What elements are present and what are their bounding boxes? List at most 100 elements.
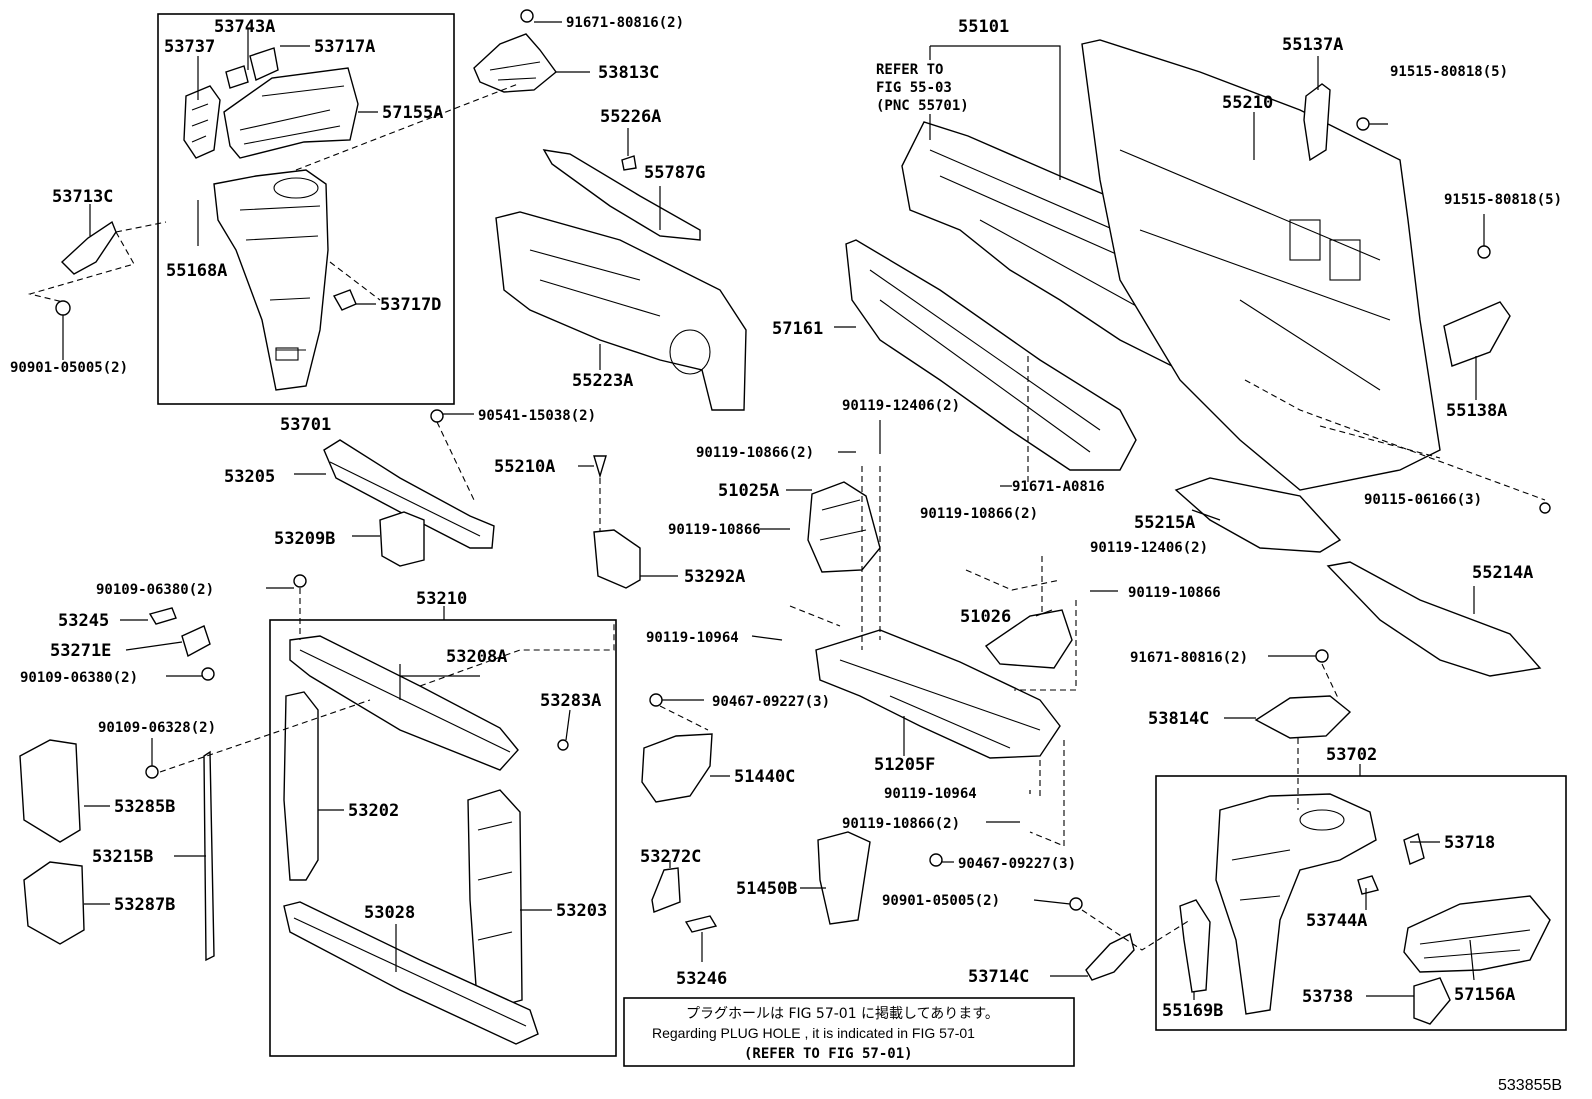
- label-91671-80816-a: 91671-80816(2): [566, 15, 684, 31]
- label-91671-80816-b: 91671-80816(2): [1130, 650, 1248, 666]
- part-drawing-55787G: [542, 149, 701, 241]
- part-drawing-53028: [283, 901, 539, 1045]
- part-drawing-53714C: [1085, 932, 1135, 981]
- label-90119-10964-a: 90119-10964: [646, 630, 739, 646]
- part-drawing-57161: [845, 239, 1137, 471]
- label-53271E: 53271E: [50, 641, 111, 661]
- part-drawing-55210: [1081, 39, 1441, 491]
- label-53714C: 53714C: [968, 967, 1029, 987]
- bolt-drawing-90467-09227-b: [929, 853, 943, 867]
- bolt-drawing-90109-06380-b: [201, 667, 215, 681]
- part-drawing-53737: [183, 85, 221, 159]
- part-drawing-53292A: [593, 529, 641, 589]
- label-91515-80818-a: 91515-80818(5): [1390, 64, 1508, 80]
- group-frame-53210: [269, 619, 617, 1057]
- label-53202: 53202: [348, 801, 399, 821]
- part-drawing-51440C: [641, 733, 713, 803]
- label-53245: 53245: [58, 611, 109, 631]
- label-53209B: 53209B: [274, 529, 335, 549]
- bolt-drawing-90901-05005-b: [1069, 897, 1083, 911]
- label-90119-10866-b: 90119-10866: [668, 522, 761, 538]
- part-drawing-57155A: [223, 67, 359, 159]
- part-drawing-53738: [1413, 977, 1451, 1025]
- label-90109-06380-a: 90109-06380(2): [96, 582, 214, 598]
- label-53713C: 53713C: [52, 187, 113, 207]
- label-90109-06380-b: 90109-06380(2): [20, 670, 138, 686]
- label-55787G: 55787G: [644, 163, 705, 183]
- part-drawing-53718: [1403, 833, 1425, 865]
- part-drawing-53285B: [19, 739, 81, 843]
- label-55223A: 55223A: [572, 371, 633, 391]
- label-90541-15038: 90541-15038(2): [478, 408, 596, 424]
- note-line-refer: (REFER TO FIG 57-01): [744, 1046, 913, 1062]
- label-90901-05005-b: 90901-05005(2): [882, 893, 1000, 909]
- part-drawing-53272C: [651, 867, 681, 913]
- part-drawing-53271E: [181, 625, 211, 658]
- part-drawing-55226A: [621, 155, 637, 171]
- label-53028: 53028: [364, 903, 415, 923]
- part-drawing-53287B: [23, 861, 85, 945]
- diagram-code: 533855B: [1498, 1077, 1562, 1094]
- label-51440C: 51440C: [734, 767, 795, 787]
- bolt-drawing-90541-15038: [430, 409, 444, 423]
- label-55210A: 55210A: [494, 457, 555, 477]
- label-90109-06328: 90109-06328(2): [98, 720, 216, 736]
- part-drawing-53814C: [1254, 695, 1352, 739]
- label-55137A: 55137A: [1282, 35, 1343, 55]
- label-53702: 53702: [1326, 745, 1377, 765]
- label-53743A: 53743A: [214, 17, 275, 37]
- part-drawing-53717A: [249, 47, 279, 81]
- label-55215A: 55215A: [1134, 513, 1195, 533]
- part-drawing-53205: [323, 439, 495, 549]
- part-drawing-51205F: [815, 629, 1061, 759]
- label-57155A: 57155A: [382, 103, 443, 123]
- label-53717D: 53717D: [380, 295, 441, 315]
- part-drawing-53209B: [379, 511, 425, 567]
- label-53208A: 53208A: [446, 647, 507, 667]
- refer-line-3: (PNC 55701): [876, 98, 969, 114]
- label-90119-10964-b: 90119-10964: [884, 786, 977, 802]
- label-53292A: 53292A: [684, 567, 745, 587]
- part-drawing-53203: [467, 789, 523, 1007]
- label-55138A: 55138A: [1446, 401, 1507, 421]
- label-57161: 57161: [772, 319, 823, 339]
- part-drawing-55215A: [1174, 477, 1342, 553]
- part-drawing-55223A: [495, 211, 747, 411]
- part-drawing-51450B: [817, 831, 871, 925]
- label-90119-12406-a: 90119-12406(2): [842, 398, 960, 414]
- labels: 53743A 53737 53717A 57155A 53713C 55168A…: [10, 15, 1562, 1021]
- part-drawing-51025A: [807, 481, 881, 573]
- bolt-drawing-91671-80816-b: [1315, 649, 1329, 663]
- label-53717A: 53717A: [314, 37, 375, 57]
- label-51025A: 51025A: [718, 481, 779, 501]
- label-53203: 53203: [556, 901, 607, 921]
- label-90119-10866-a: 90119-10866(2): [696, 445, 814, 461]
- part-drawing-55169B: [1179, 899, 1211, 993]
- label-90119-10866-e: 90119-10866(2): [842, 816, 960, 832]
- label-55168A: 55168A: [166, 261, 227, 281]
- part-drawing-51026: [984, 609, 1073, 669]
- label-51205F: 51205F: [874, 755, 935, 775]
- label-55214A: 55214A: [1472, 563, 1533, 583]
- refer-line-2: FIG 55-03: [876, 80, 952, 96]
- label-53744A: 53744A: [1306, 911, 1367, 931]
- bolt-drawing-90109-06328: [145, 765, 159, 779]
- clip-drawing-53283A: [557, 739, 569, 751]
- label-53813C: 53813C: [598, 63, 659, 83]
- part-drawing-55168A: [213, 169, 329, 391]
- label-90119-10866-d: 90119-10866: [1128, 585, 1221, 601]
- label-53205: 53205: [224, 467, 275, 487]
- bolt-drawing-90109-06380-a: [293, 574, 307, 588]
- part-drawing-55137A: [1303, 83, 1331, 162]
- part-drawing-57156A: [1403, 895, 1551, 973]
- label-53287B: 53287B: [114, 895, 175, 915]
- note-line-english: Regarding PLUG HOLE , it is indicated in…: [652, 1025, 975, 1041]
- label-53272C: 53272C: [640, 847, 701, 867]
- bolt-drawing-91515-80818-b: [1477, 245, 1491, 259]
- group-frame-53702: [1155, 775, 1567, 1031]
- label-91515-80818-b: 91515-80818(5): [1444, 192, 1562, 208]
- part-drawing-53813C: [473, 33, 557, 93]
- label-90901-05005-a: 90901-05005(2): [10, 360, 128, 376]
- plug-hole-note: プラグホールは FIG 57-01 に掲載してあります。 Regarding P…: [652, 1006, 999, 1062]
